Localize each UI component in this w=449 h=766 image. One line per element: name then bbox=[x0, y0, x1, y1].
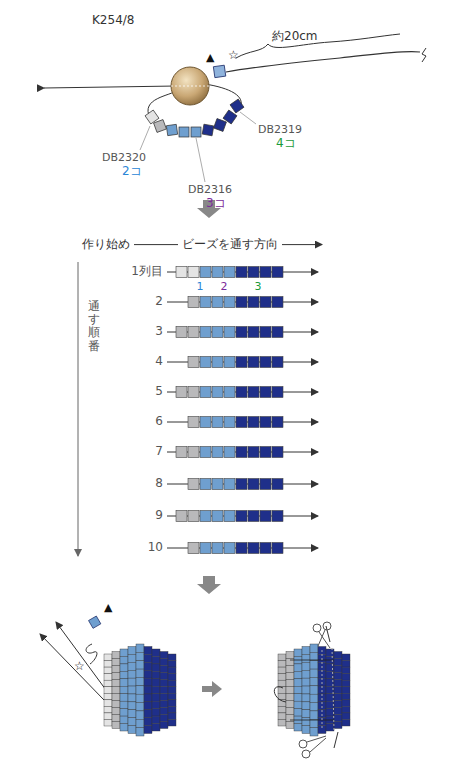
label: 8 bbox=[155, 477, 163, 490]
label: 4 bbox=[155, 355, 163, 368]
label: 1列目 bbox=[131, 265, 163, 278]
label: 2 bbox=[155, 295, 163, 308]
label: DB2319 bbox=[258, 124, 302, 136]
label: ▲ bbox=[206, 52, 214, 64]
label: 9 bbox=[155, 509, 163, 522]
label: DB2320 bbox=[102, 152, 146, 164]
label: 1 bbox=[197, 281, 204, 293]
label: 2 bbox=[221, 281, 228, 293]
label: 3コ bbox=[206, 197, 226, 210]
label: ビーズを通す方向 bbox=[182, 238, 278, 251]
vertical-note: 通す順番 bbox=[88, 300, 100, 353]
label: 約20cm bbox=[272, 30, 318, 43]
label: ☆ bbox=[228, 49, 239, 62]
label: 6 bbox=[155, 415, 163, 428]
label: 3 bbox=[255, 281, 262, 293]
label: 3 bbox=[155, 325, 163, 338]
label: 7 bbox=[155, 445, 163, 458]
label: ▲ bbox=[104, 602, 112, 614]
label: 5 bbox=[155, 385, 163, 398]
label: 作り始め bbox=[82, 238, 130, 251]
label: 2コ bbox=[122, 165, 142, 178]
label: 4コ bbox=[276, 137, 296, 150]
label: K254/8 bbox=[92, 14, 134, 27]
label: DB2316 bbox=[188, 184, 232, 196]
label: 10 bbox=[148, 541, 163, 554]
label: ☆ bbox=[74, 660, 85, 673]
